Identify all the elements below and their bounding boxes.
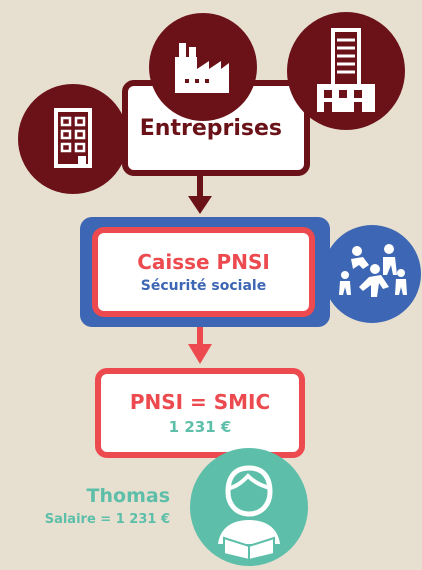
caisse-pnsi-box: Caisse PNSI Sécurité sociale bbox=[92, 227, 315, 317]
caisse-title: Caisse PNSI bbox=[137, 250, 270, 274]
office-building-icon bbox=[18, 84, 128, 194]
person-name: Thomas bbox=[86, 485, 170, 507]
pnsi-smic-title: PNSI = SMIC bbox=[129, 390, 271, 414]
people-group-icon bbox=[323, 225, 421, 323]
caisse-subtitle: Sécurité sociale bbox=[140, 278, 267, 294]
pnsi-smic-box: PNSI = SMIC 1 231 € bbox=[95, 368, 305, 458]
arrow-entreprises-to-caisse bbox=[188, 176, 212, 214]
factory-icon bbox=[149, 13, 257, 121]
person-reading-icon bbox=[190, 448, 308, 566]
skyscraper-icon bbox=[287, 12, 405, 130]
person-salary: Salaire = 1 231 € bbox=[44, 512, 170, 527]
pnsi-amount: 1 231 € bbox=[168, 418, 232, 436]
